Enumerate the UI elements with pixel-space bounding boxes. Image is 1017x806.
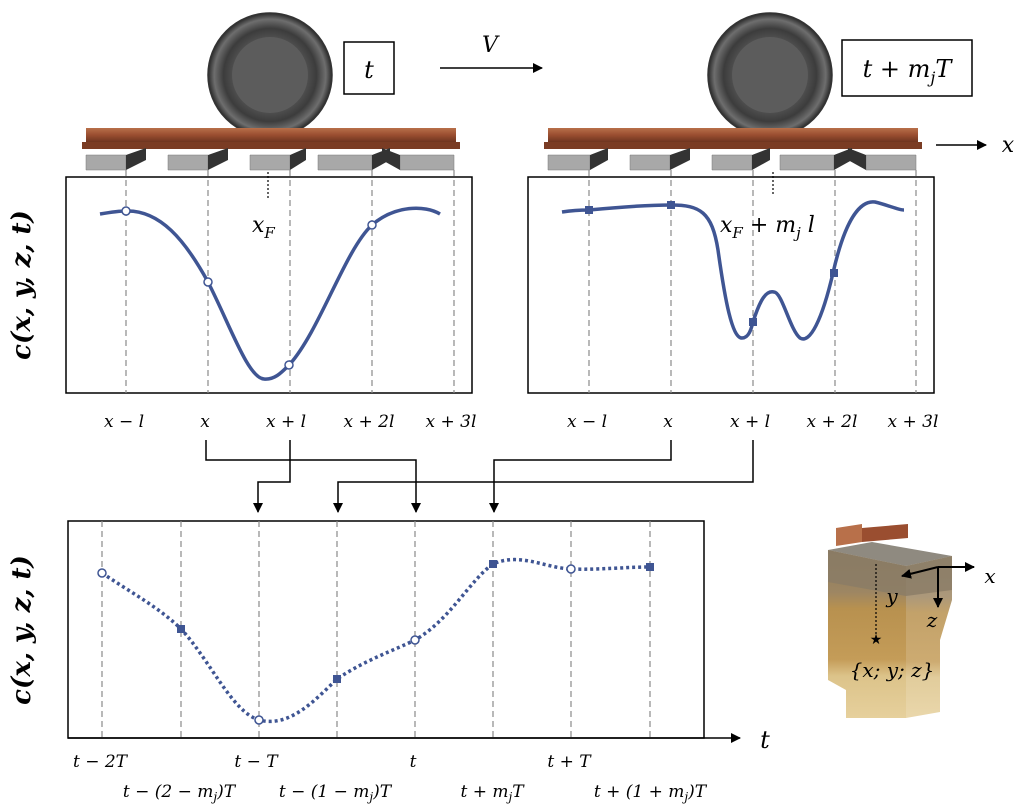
point-label-right: xF + mj l [720, 213, 815, 242]
soil-axes [901, 562, 975, 608]
wheel-left [207, 12, 333, 138]
svg-text:t − 2T: t − 2T [73, 752, 129, 772]
curve-bottom-open-points [97, 564, 576, 725]
soil-axis-y: y [885, 584, 898, 608]
ticks-top-right: x − l x x + l x + 2l x + 3l [567, 412, 938, 432]
rail-left [82, 128, 460, 149]
curve-bottom-filled-points [177, 560, 654, 683]
svg-text:x + 2l: x + 2l [807, 412, 858, 432]
svg-text:t + mjT: t + mjT [460, 782, 525, 804]
xlabel-bottom: t [760, 726, 770, 754]
svg-text:x + l: x + l [266, 412, 306, 432]
soil-axis-x: x [984, 564, 995, 588]
plot-bottom-frame [67, 520, 705, 739]
svg-text:t − (1 − mj)T: t − (1 − mj)T [279, 782, 393, 804]
svg-text:x + 3l: x + 3l [888, 412, 939, 432]
svg-text:x − l: x − l [104, 412, 144, 432]
soil-axis-z: z [926, 608, 938, 632]
point-label-left: xF [252, 213, 275, 242]
rail-right [544, 128, 922, 149]
time-label-left: t [364, 56, 374, 84]
svg-text:t: t [410, 752, 417, 772]
time-box-left [343, 41, 395, 95]
plot-top-right-gridlines [588, 170, 917, 393]
svg-text:x: x [663, 412, 673, 432]
curve-top-right-points [585, 201, 838, 326]
svg-text:x − l: x − l [567, 412, 607, 432]
plot-top-left-gridlines [125, 170, 455, 393]
svg-text:x + 2l: x + 2l [344, 412, 395, 432]
curve-top-left-points [121, 206, 377, 370]
time-box-right [841, 39, 973, 97]
plot-top-left-frame [65, 176, 473, 394]
ticks-bottom-bottom: t − (2 − mj)T t − (1 − mj)T t + mjT t + … [123, 782, 708, 804]
svg-text:x: x [200, 412, 210, 432]
plot-top-right-frame [527, 176, 935, 394]
plot-bottom-gridlines [101, 521, 651, 738]
curve-top-right [561, 200, 905, 341]
velocity-label: V [482, 33, 500, 58]
svg-text:t + (1 + mj)T: t + (1 + mj)T [594, 782, 708, 804]
sleepers-right [547, 148, 917, 171]
curve-bottom [101, 557, 651, 724]
connector-arrows [205, 440, 754, 513]
ticks-bottom-top: t − 2T t − T t t + T [73, 752, 592, 772]
svg-text:t − (2 − mj)T: t − (2 − mj)T [123, 782, 237, 804]
soil-block [828, 524, 952, 718]
svg-text:x + l: x + l [730, 412, 770, 432]
svg-text:t + T: t + T [547, 752, 592, 772]
soil-point-label: {x; y; z} [850, 658, 935, 682]
sleepers-left [85, 148, 455, 171]
x-axis-label: x [1002, 133, 1015, 158]
wheel-right [707, 12, 833, 138]
ylabel-bottom: c(x, y, z, t) [7, 555, 37, 705]
ticks-top-left: x − l x x + l x + 2l x + 3l [104, 412, 476, 432]
svg-text:x + 3l: x + 3l [426, 412, 477, 432]
ylabel-top: c(x, y, z, t) [7, 210, 37, 360]
svg-text:t − T: t − T [234, 752, 279, 772]
time-label-right: t + mjT [863, 55, 954, 87]
soil-point-star: ★ [870, 632, 883, 648]
